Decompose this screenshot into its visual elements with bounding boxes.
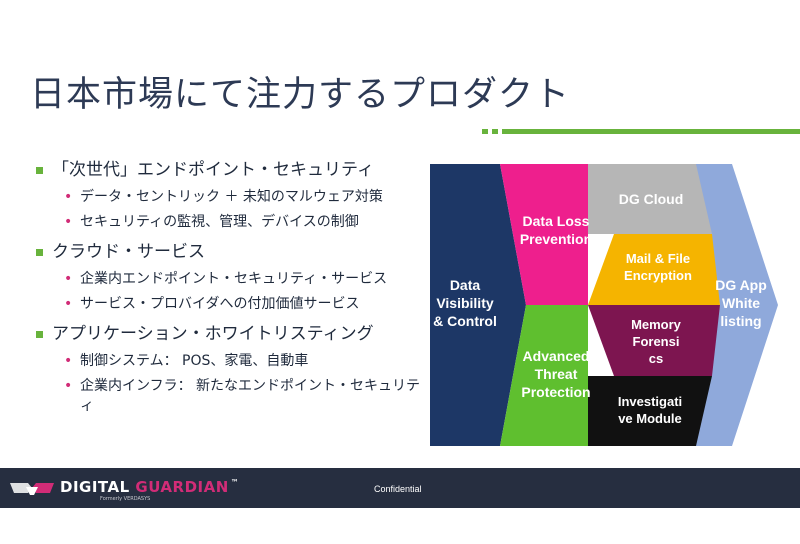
- advanced-threat-label-3: Protection: [521, 384, 590, 400]
- mail-file-label-2: Encryption: [624, 268, 692, 283]
- memory-forensics-label-1: Memory: [631, 317, 682, 332]
- data-visibility-block: [430, 164, 526, 446]
- memory-forensics-label-3: cs: [649, 351, 663, 366]
- dg-cloud-label: DG Cloud: [619, 191, 684, 207]
- dot-bullet-icon: •: [64, 296, 73, 312]
- sub-bullet-item: • 企業内エンドポイント・セキュリティ・サービス: [34, 269, 424, 289]
- product-diagram: Data Visibility & Control Data Loss Prev…: [430, 164, 780, 446]
- bullet-text: 「次世代」エンドポイント・セキュリティ: [52, 160, 374, 180]
- sub-bullet-text: データ・セントリック ＋ 未知のマルウェア対策: [80, 189, 383, 205]
- sub-bullet-item: • サービス・プロバイダへの付加価値サービス: [34, 294, 424, 314]
- dot-bullet-icon: •: [64, 214, 73, 230]
- data-loss-prevention-block: [500, 164, 588, 305]
- data-loss-label-1: Data Loss: [523, 213, 590, 229]
- advanced-threat-label-2: Threat: [535, 366, 578, 382]
- square-bullet-icon: [36, 167, 43, 174]
- dg-app-label-3: listing: [720, 313, 761, 329]
- data-visibility-label-3: & Control: [433, 313, 497, 329]
- footer-right-band: [620, 468, 800, 508]
- bullet-item: クラウド・サービス: [34, 240, 424, 264]
- dot-bullet-icon: •: [64, 353, 73, 369]
- advanced-threat-protection-block: [500, 305, 588, 446]
- bullet-list: 「次世代」エンドポイント・セキュリティ • データ・セントリック ＋ 未知のマル…: [34, 158, 424, 416]
- sub-bullet-text: 制御システム： POS、家電、自動車: [80, 353, 309, 369]
- dot-bullet-icon: •: [64, 378, 73, 394]
- sub-bullet-text: サービス・プロバイダへの付加価値サービス: [80, 296, 360, 312]
- bullet-text: アプリケーション・ホワイトリスティング: [52, 324, 374, 344]
- investigative-module-block: [588, 376, 712, 446]
- logo-subtitle: Formerly VERDASYS: [100, 496, 151, 502]
- title-accent-dash-1: [482, 129, 488, 134]
- sub-bullet-text: 企業内インフラ： 新たなエンドポイント・セキュリティ: [80, 378, 421, 414]
- dg-app-label-1: DG App: [715, 277, 767, 293]
- dot-bullet-icon: •: [64, 271, 73, 287]
- data-visibility-label-2: Visibility: [436, 295, 494, 311]
- advanced-threat-label-1: Advanced: [523, 348, 590, 364]
- square-bullet-icon: [36, 249, 43, 256]
- bullet-text: クラウド・サービス: [52, 242, 205, 262]
- logo-trademark: ™: [230, 478, 240, 487]
- memory-forensics-block: [588, 305, 720, 376]
- dg-app-label-2: White: [722, 295, 760, 311]
- title-accent-bar: [502, 129, 800, 134]
- sub-bullet-item: • データ・セントリック ＋ 未知のマルウェア対策: [34, 187, 424, 207]
- bullet-item: アプリケーション・ホワイトリスティング: [34, 322, 424, 346]
- data-loss-label-2: Prevention: [520, 231, 592, 247]
- dg-cloud-block: [588, 164, 712, 234]
- bullet-item: 「次世代」エンドポイント・セキュリティ: [34, 158, 424, 182]
- sub-bullet-text: 企業内エンドポイント・セキュリティ・サービス: [80, 271, 388, 287]
- square-bullet-icon: [36, 331, 43, 338]
- logo-word-guardian: GUARDIAN: [135, 478, 229, 496]
- mail-file-encryption-block: [588, 234, 720, 305]
- investigative-label-1: Investigati: [618, 394, 682, 409]
- investigative-label-2: ve Module: [618, 411, 682, 426]
- wing-shield-icon: [10, 483, 54, 495]
- mail-file-label-1: Mail & File: [626, 251, 690, 266]
- sub-bullet-text: セキュリティの監視、管理、デバイスの制御: [80, 214, 359, 230]
- slide-title: 日本市場にて注力するプロダクト: [30, 75, 571, 115]
- confidential-label: Confidential: [374, 484, 422, 494]
- logo-word-digital: DIGITAL: [60, 478, 130, 496]
- dg-app-whitelisting-arrow: [693, 164, 778, 446]
- sub-bullet-item: • セキュリティの監視、管理、デバイスの制御: [34, 212, 424, 232]
- memory-forensics-label-2: Forensi: [633, 334, 680, 349]
- sub-bullet-item: • 企業内インフラ： 新たなエンドポイント・セキュリティ: [34, 376, 424, 416]
- data-visibility-label-1: Data: [450, 277, 481, 293]
- dot-bullet-icon: •: [64, 189, 73, 205]
- title-divider-line: [0, 129, 478, 134]
- title-accent-dash-2: [492, 129, 498, 134]
- sub-bullet-item: • 制御システム： POS、家電、自動車: [34, 351, 424, 371]
